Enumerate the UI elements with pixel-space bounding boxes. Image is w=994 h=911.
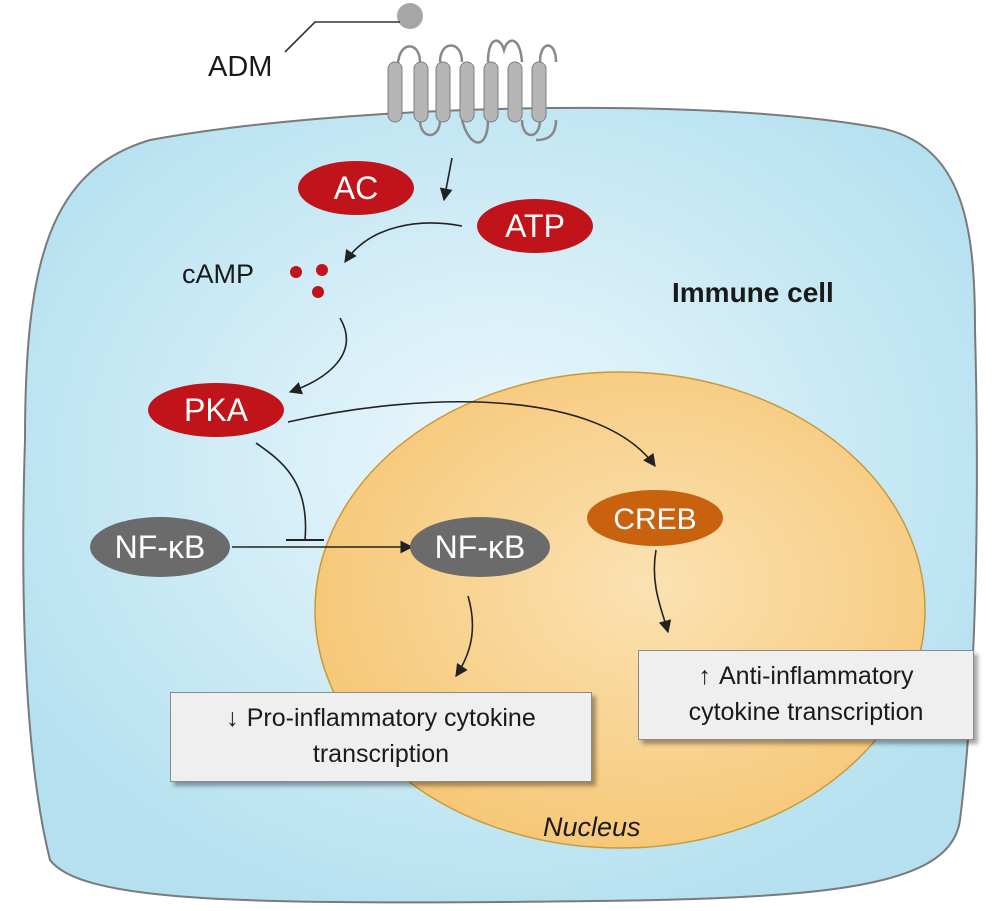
nucleus-label: Nucleus: [543, 812, 641, 842]
atp-to-camp-arrow: [344, 222, 463, 264]
immune-cell-label: Immune cell: [672, 277, 834, 308]
down-arrow-icon: ↓: [226, 704, 239, 732]
ac-label: AC: [334, 170, 378, 206]
receptor-to-ac-arrow: [439, 157, 453, 202]
receptor-icon: [387, 39, 558, 144]
up-arrow-icon: ↑: [698, 662, 712, 690]
pro-inflammatory-line2: transcription: [312, 740, 450, 768]
creb-to-anti-arrow: [653, 549, 672, 634]
pka-label: PKA: [184, 392, 249, 428]
pka-node: [148, 383, 284, 437]
anti-inflammatory-line1: ↑Anti-inflammatory: [698, 662, 914, 690]
atp-node: [477, 199, 593, 253]
pka-inhibits-translocation: [255, 442, 307, 541]
nfkb-cytoplasm-node: [90, 517, 230, 577]
pro-inflammatory-box: ↓Pro-inflammatory cytokine transcription: [170, 692, 592, 782]
nfkb-nucleus-node: [410, 517, 550, 577]
anti-inflammatory-line2: cytokine transcription: [688, 698, 924, 726]
camp-label: cAMP: [182, 259, 254, 289]
camp-dots: [290, 264, 328, 298]
nfkb-to-pro-arrow: [455, 595, 474, 678]
adm-pointer-line: [284, 21, 400, 53]
creb-label: CREB: [613, 503, 696, 536]
anti-inflammatory-box: ↑Anti-inflammatory cytokine transcriptio…: [638, 650, 974, 740]
camp-to-pka-arrow: [288, 317, 348, 395]
pka-to-creb-arrow: [287, 400, 656, 468]
adm-label: ADM: [208, 51, 272, 83]
nfkb-cytoplasm-label: NF-κB: [115, 529, 206, 565]
pro-inflammatory-line1: ↓Pro-inflammatory cytokine: [226, 704, 536, 732]
adm-ligand: [397, 3, 423, 29]
creb-node: [587, 490, 723, 546]
atp-label: ATP: [505, 208, 565, 244]
nfkb-nucleus-label: NF-κB: [435, 529, 526, 565]
ac-node: [298, 161, 414, 215]
